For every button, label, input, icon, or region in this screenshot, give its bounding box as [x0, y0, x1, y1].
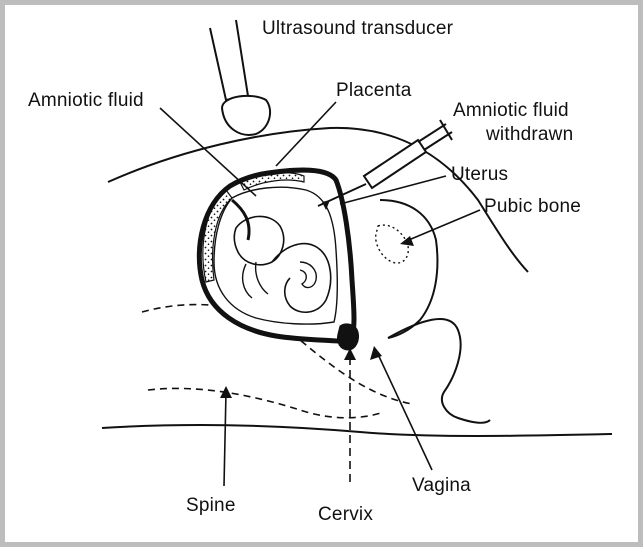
- label-vagina: Vagina: [412, 475, 471, 497]
- pubic-contour-line: [380, 200, 437, 338]
- leader-vagina: [376, 350, 432, 470]
- leader-uterus: [340, 176, 446, 204]
- label-amniotic-fluid: Amniotic fluid: [28, 90, 144, 112]
- leader-placenta: [276, 102, 336, 166]
- leader-pubic-bone: [404, 210, 480, 242]
- label-amniotic-fluid-withdrawn-line1: Amniotic fluid: [453, 100, 569, 122]
- label-uterus: Uterus: [451, 164, 508, 186]
- syringe-barrel: [364, 140, 426, 188]
- arrowhead-pubic-bone: [400, 236, 414, 246]
- syringe-plunger: [418, 120, 452, 150]
- label-placenta: Placenta: [336, 80, 412, 102]
- spine-dashed-lower: [148, 388, 384, 417]
- leader-spine: [224, 392, 226, 486]
- label-amniotic-fluid-withdrawn-line2: withdrawn: [486, 124, 573, 146]
- back-contour-line: [102, 425, 612, 436]
- label-spine: Spine: [186, 495, 236, 517]
- label-pubic-bone: Pubic bone: [484, 196, 581, 218]
- cervix-shape: [337, 324, 358, 350]
- label-ultrasound-transducer: Ultrasound transducer: [262, 18, 453, 40]
- transducer-cable: [210, 20, 248, 100]
- transducer-head: [222, 96, 270, 135]
- label-cervix: Cervix: [318, 504, 373, 526]
